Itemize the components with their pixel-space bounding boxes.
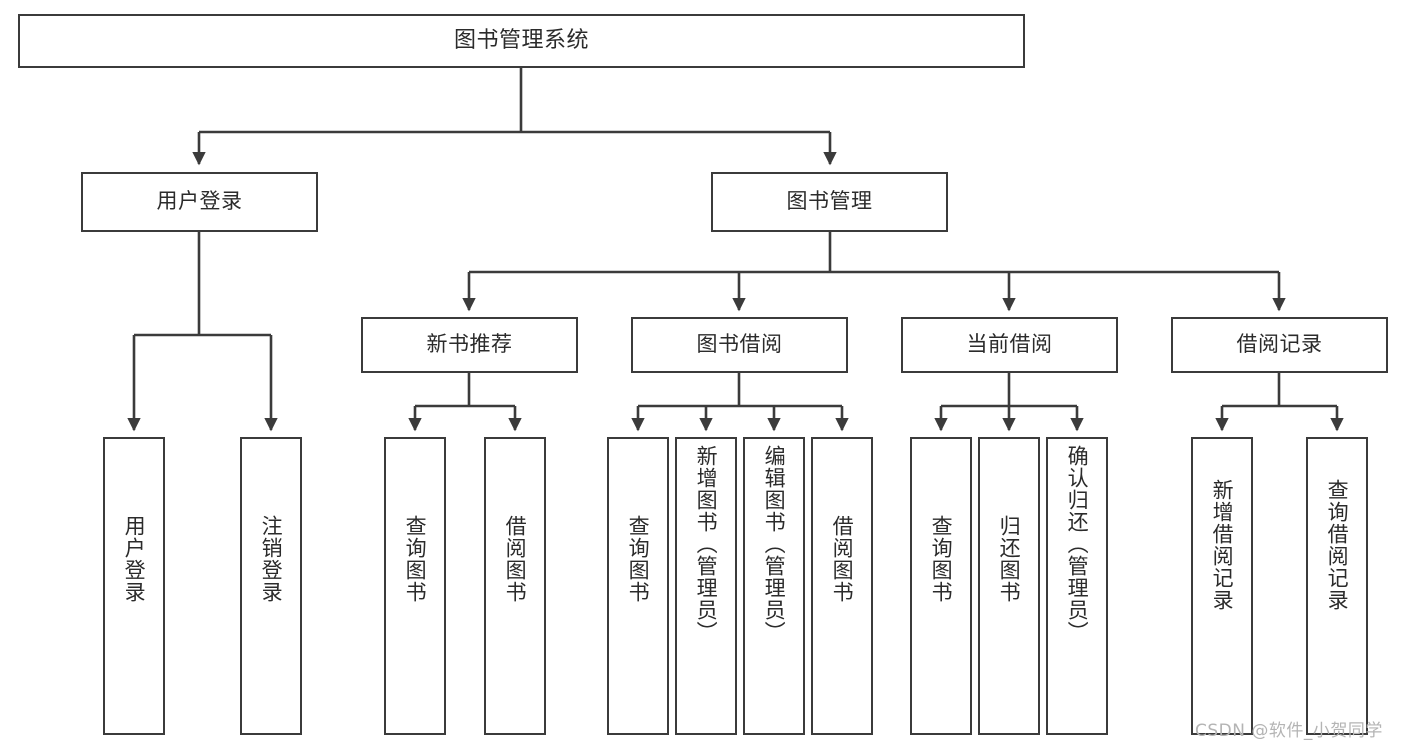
node-book-borrow[interactable]: 图书借阅 [631,317,848,373]
node-label: 新增借阅记录 [1210,479,1235,611]
watermark-text: CSDN @软件_小贺同学 [1195,721,1383,741]
node-label: 借阅记录 [1236,332,1323,357]
leaf-user-login-signout[interactable]: 注销登录 [240,437,302,735]
csdn-watermark: CSDN @软件_小贺同学 [1195,716,1383,741]
node-label: 借阅图书 [503,515,528,603]
leaf-current-borrow-return[interactable]: 归还图书 [978,437,1040,735]
leaf-new-book-query[interactable]: 查询图书 [384,437,446,735]
node-label: 查询借阅记录 [1325,479,1350,611]
node-new-book-recommend[interactable]: 新书推荐 [361,317,578,373]
node-root-system[interactable]: 图书管理系统 [18,14,1025,68]
node-borrow-record[interactable]: 借阅记录 [1171,317,1388,373]
node-label: 当前借阅 [966,332,1053,357]
node-label: 查询图书 [929,515,954,603]
node-label: 编辑图书（管理员） [762,445,787,643]
node-label: 用户登录 [122,515,147,603]
leaf-borrow-record-add[interactable]: 新增借阅记录 [1191,437,1253,735]
leaf-current-borrow-query[interactable]: 查询图书 [910,437,972,735]
node-label: 新书推荐 [426,332,513,357]
leaf-book-borrow-add[interactable]: 新增图书（管理员） [675,437,737,735]
node-label: 归还图书 [997,515,1022,603]
node-label: 借阅图书 [830,515,855,603]
node-label: 图书管理 [786,189,873,214]
leaf-user-login-signin[interactable]: 用户登录 [103,437,165,735]
node-label: 图书管理系统 [453,27,589,53]
node-current-borrow[interactable]: 当前借阅 [901,317,1118,373]
node-label: 查询图书 [403,515,428,603]
leaf-book-borrow-edit[interactable]: 编辑图书（管理员） [743,437,805,735]
node-user-login[interactable]: 用户登录 [81,172,318,232]
leaf-current-borrow-confirm[interactable]: 确认归还（管理员） [1046,437,1108,735]
node-label: 查询图书 [626,515,651,603]
node-label: 新增图书（管理员） [694,445,719,643]
node-label: 图书借阅 [696,332,783,357]
node-label: 用户登录 [156,189,243,214]
leaf-book-borrow-query[interactable]: 查询图书 [607,437,669,735]
node-label: 注销登录 [259,515,284,603]
node-book-management[interactable]: 图书管理 [711,172,948,232]
leaf-new-book-borrow[interactable]: 借阅图书 [484,437,546,735]
node-label: 确认归还（管理员） [1065,445,1090,643]
leaf-borrow-record-query[interactable]: 查询借阅记录 [1306,437,1368,735]
leaf-book-borrow-borrow[interactable]: 借阅图书 [811,437,873,735]
